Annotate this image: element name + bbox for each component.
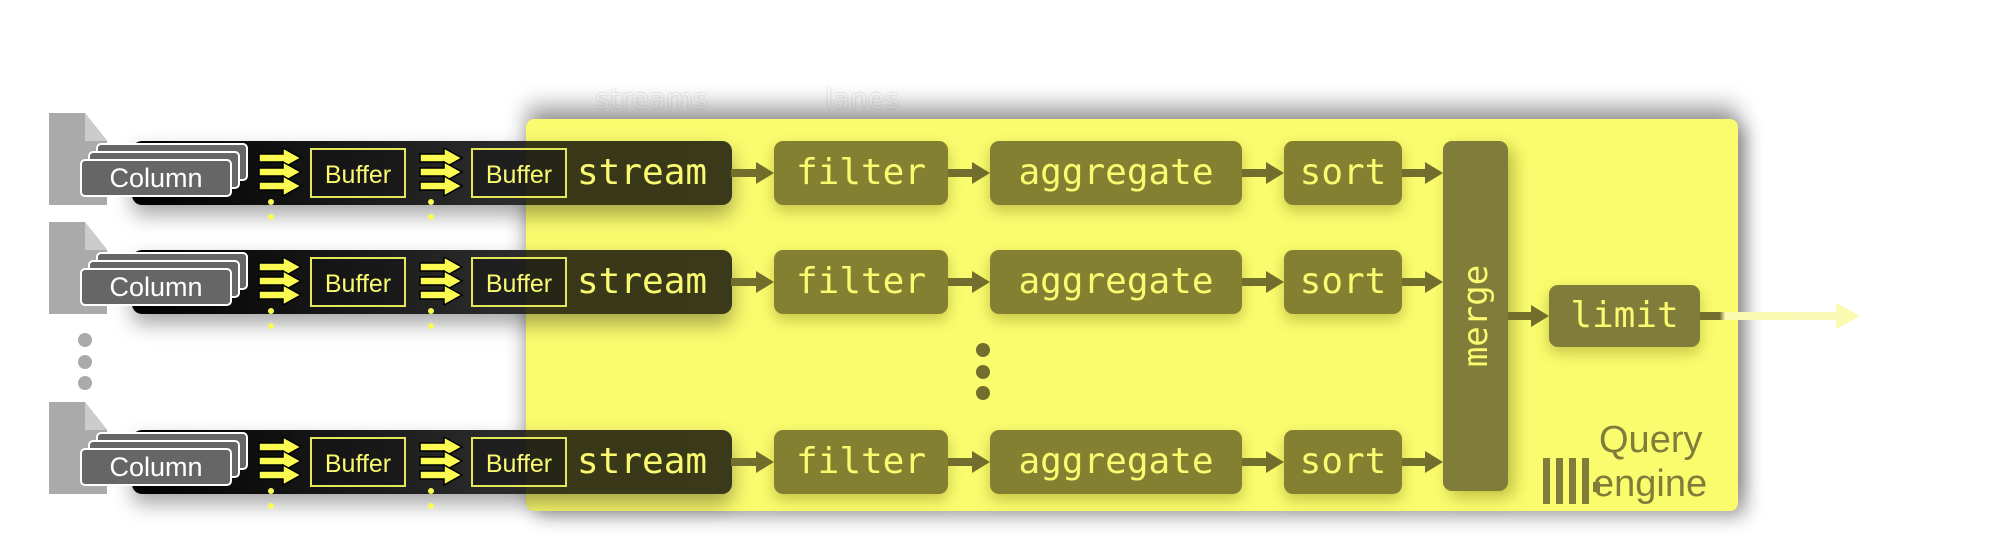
- dotted-line: [428, 308, 434, 338]
- buffer-box: Buffer: [471, 257, 567, 307]
- arrow-icon: [1242, 451, 1284, 473]
- buffer-box: Buffer: [471, 148, 567, 198]
- triple-arrow-icon: [257, 146, 303, 198]
- aggregate-operator: aggregate: [990, 250, 1242, 314]
- buffer-box: Buffer: [310, 437, 406, 487]
- ellipsis-dot: [78, 355, 92, 369]
- ellipsis-dot: [78, 376, 92, 390]
- stream-label: stream: [577, 441, 708, 482]
- aggregate-operator: aggregate: [990, 141, 1242, 205]
- arrow-icon: [1242, 271, 1284, 293]
- sort-operator: sort: [1284, 141, 1402, 205]
- output-arrow-line: [1700, 312, 1840, 320]
- ellipsis-dot: [976, 386, 990, 400]
- buffer-box: Buffer: [310, 148, 406, 198]
- merge-operator: merge: [1443, 141, 1508, 491]
- lanes-label: lanes: [825, 82, 900, 115]
- triple-arrow-icon: [257, 255, 303, 307]
- arrow-icon: [1242, 162, 1284, 184]
- ellipsis-dot: [976, 343, 990, 357]
- arrow-icon: [731, 451, 774, 473]
- dotted-line: [428, 199, 434, 229]
- sort-operator: sort: [1284, 250, 1402, 314]
- column-card: Column: [80, 159, 232, 197]
- column-card: Column: [80, 268, 232, 306]
- filter-operator: filter: [774, 430, 948, 494]
- ellipsis-dot: [78, 333, 92, 347]
- arrow-icon: [731, 271, 774, 293]
- aggregate-operator: aggregate: [990, 430, 1242, 494]
- streams-label: streams: [595, 82, 708, 115]
- dotted-line: [268, 488, 274, 518]
- filter-operator: filter: [774, 141, 948, 205]
- dotted-line: [268, 308, 274, 338]
- query-engine-logo: Query engine: [1543, 420, 1733, 510]
- dotted-line: [268, 199, 274, 229]
- sort-operator: sort: [1284, 430, 1402, 494]
- triple-arrow-icon: [418, 435, 464, 487]
- logo-text-engine: engine: [1593, 463, 1708, 505]
- arrow-icon: [1402, 162, 1443, 184]
- stream-label: stream: [577, 261, 708, 302]
- arrow-icon: [948, 271, 990, 293]
- triple-arrow-icon: [418, 146, 464, 198]
- merge-label: merge: [1455, 264, 1496, 368]
- arrow-icon: [1402, 451, 1443, 473]
- ellipsis-dot: [976, 365, 990, 379]
- arrow-icon: [948, 162, 990, 184]
- dotted-line: [428, 488, 434, 518]
- column-card: Column: [80, 448, 232, 486]
- arrow-icon: [948, 451, 990, 473]
- arrow-icon: [1508, 305, 1549, 327]
- limit-operator: limit: [1549, 285, 1700, 347]
- output-arrow-icon: [1836, 303, 1860, 329]
- buffer-box: Buffer: [310, 257, 406, 307]
- stream-label: stream: [577, 152, 708, 193]
- arrow-icon: [731, 162, 774, 184]
- logo-text-query: Query: [1599, 419, 1703, 461]
- filter-operator: filter: [774, 250, 948, 314]
- triple-arrow-icon: [418, 255, 464, 307]
- triple-arrow-icon: [257, 435, 303, 487]
- arrow-icon: [1402, 271, 1443, 293]
- buffer-box: Buffer: [471, 437, 567, 487]
